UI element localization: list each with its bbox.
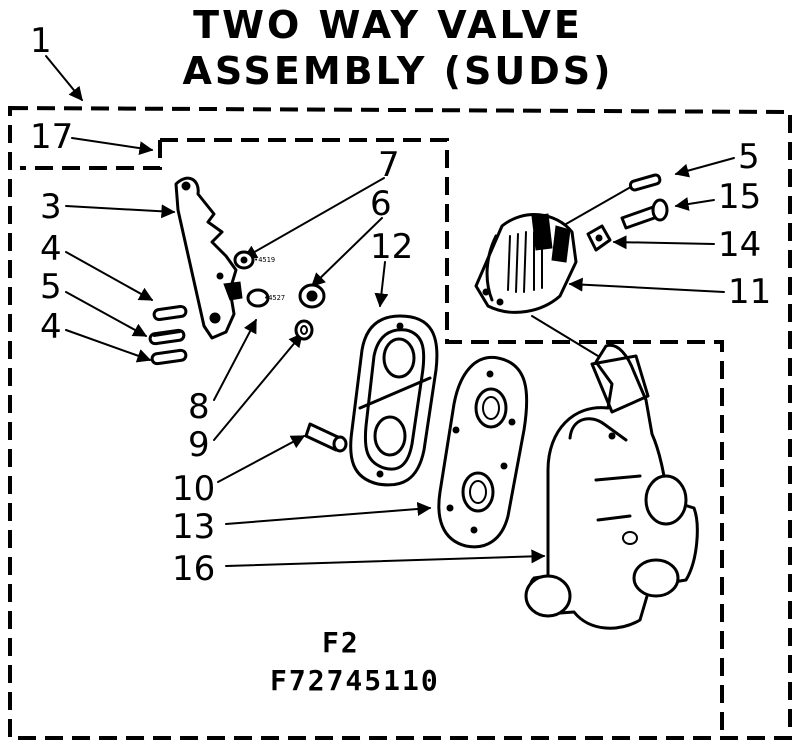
leader-15 <box>674 197 715 211</box>
lever-part-3 <box>174 176 243 340</box>
leader-5-right <box>674 157 735 178</box>
stud-part-10 <box>304 422 348 453</box>
leader-14 <box>612 235 715 250</box>
callout-4-lower: 4 <box>40 307 62 347</box>
callout-3: 3 <box>40 187 62 227</box>
callout-8: 8 <box>188 387 210 427</box>
lever-group-dashed-boundary <box>20 138 724 738</box>
callout-15: 15 <box>718 177 761 217</box>
nut-part-14 <box>586 224 612 252</box>
leader-6 <box>310 217 383 287</box>
leader-4-upper <box>65 251 154 301</box>
leader-11 <box>568 277 725 293</box>
title-line-2: ASSEMBLY (SUDS) <box>182 49 613 93</box>
leader-16 <box>225 549 546 567</box>
plate-part-13 <box>437 355 529 549</box>
clip-part-5-right <box>628 173 662 192</box>
leader-8 <box>213 318 257 401</box>
leader-5-left <box>65 291 148 337</box>
leader-17 <box>71 137 154 156</box>
screw-part-15 <box>620 198 669 230</box>
callout-11: 11 <box>728 272 771 312</box>
leader-9 <box>213 332 303 441</box>
callout-14: 14 <box>718 225 761 265</box>
callout-1: 1 <box>30 21 52 61</box>
leader-1 <box>45 55 83 102</box>
leader-10 <box>217 435 306 483</box>
bushing-part-6 <box>298 283 326 309</box>
gasket-part-12 <box>349 314 439 487</box>
callout-5-right: 5 <box>738 137 760 177</box>
figure-label: F2 <box>322 626 360 659</box>
leader-3 <box>65 204 176 219</box>
title-line-1: TWO WAY VALVE <box>193 3 583 47</box>
leader-7 <box>242 177 385 259</box>
solenoid-to-clip-line <box>565 183 637 225</box>
svg-text:•4519: •4519 <box>254 256 275 264</box>
screw-part-8: •4527 <box>246 288 285 308</box>
solenoid-to-body-line <box>531 315 599 357</box>
part-number-label: F72745110 <box>270 664 440 697</box>
leader-lines <box>45 55 735 567</box>
washer-part-9 <box>294 319 314 341</box>
pin-part-4-upper <box>152 304 188 322</box>
callout-9: 9 <box>188 425 210 465</box>
solenoid-coil-part-11 <box>474 213 578 314</box>
callout-12: 12 <box>370 227 413 267</box>
callout-6: 6 <box>370 184 392 224</box>
callout-17: 17 <box>30 117 73 157</box>
screw-part-7: •4519 <box>233 250 275 270</box>
leader-4-lower <box>65 329 152 363</box>
callout-5-left: 5 <box>40 267 62 307</box>
callout-13: 13 <box>172 507 215 547</box>
assembly-dashed-border <box>8 105 792 740</box>
leader-13 <box>225 502 432 525</box>
callout-7: 7 <box>378 145 400 185</box>
callout-4-upper: 4 <box>40 229 62 269</box>
pin-part-4-lower <box>150 348 188 366</box>
leader-12 <box>374 261 389 308</box>
valve-body-part-16 <box>524 343 699 630</box>
clip-part-5-left <box>148 328 186 346</box>
svg-text:•4527: •4527 <box>264 294 285 302</box>
callout-16: 16 <box>172 549 215 589</box>
callout-10: 10 <box>172 469 215 509</box>
